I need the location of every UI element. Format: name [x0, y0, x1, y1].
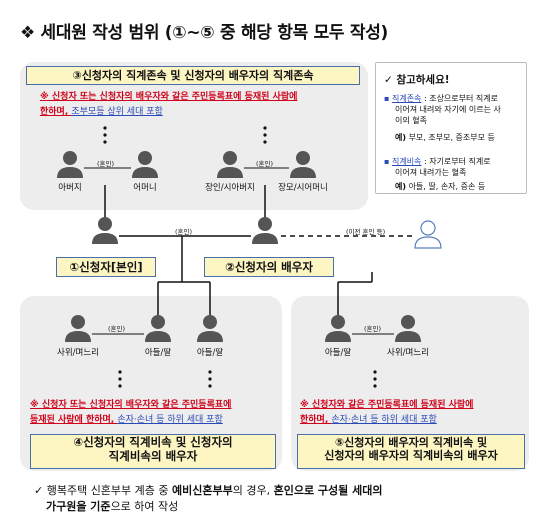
child-label: 아들/딸 [196, 348, 224, 358]
child-person-icon [197, 315, 223, 342]
previous-spouse-person-icon [414, 220, 442, 249]
reference-header: ✓ 참고하세요! [384, 74, 450, 86]
definition-text: : 조상으로부터 직계로 [421, 94, 498, 103]
lineal-ascendant-term: 직계존속 [391, 94, 422, 103]
father-person-icon [57, 151, 83, 178]
definition-text: 이어져 내려가는 혈족 [395, 168, 467, 177]
footer-text: 행복주택 신혼부부 계층 중 [43, 484, 173, 497]
footer-emphasis: 예비신혼부부 [172, 484, 233, 497]
label-line: 신청자의 배우자의 직계비속의 배우자 [324, 449, 498, 463]
lineal-ascendant-definition: ▪ 직계존속 : 조상으로부터 직계로 이어져 내려와 자기에 이르는 사 이의… [384, 93, 524, 126]
father-in-law-label: 장인/시아버지 [205, 183, 255, 193]
group3-label: ③신청자의 직계존속 및 신청자의 배우자의 직계존속 [26, 66, 360, 85]
applicant-person-icon [92, 217, 118, 244]
footer-text: 의 경우, [232, 484, 274, 497]
child-label: 아들/딸 [144, 348, 172, 358]
footer-note: ✓ 행복주택 신혼부부 계층 중 예비신혼부부의 경우, 혼인으로 구성될 세대… [34, 483, 534, 515]
child-spouse-label: 사위/며느리 [57, 348, 99, 358]
father-label: 아버지 [58, 183, 82, 193]
lineal-descendant-example: 예) 아들, 딸, 손자, 증손 등 [395, 181, 485, 192]
example-label: 예) [395, 182, 407, 191]
note-text: ※ 신청자 또는 신청자의 배우자와 같은 주민등록표에 등재된 사람에 [40, 92, 298, 102]
label-line: 직계비속의 배우자 [108, 448, 198, 463]
marriage-tag: (혼인) [175, 228, 193, 236]
label-line: ④신청자의 직계비속 및 신청자의 [73, 435, 233, 449]
note-highlight: 손자·손녀 등 하위 세대 포함 [117, 415, 223, 425]
note-text: 한하며, [40, 107, 72, 117]
example-text: 아들, 딸, 손자, 증손 등 [406, 182, 486, 191]
child-spouse-person-icon [65, 315, 91, 342]
spouse-child-spouse-label: 사위/며느리 [387, 348, 429, 358]
mother-in-law-person-icon [290, 151, 316, 178]
group5-note: ※ 신청자와 같은 주민등록표에 등재된 사람에 한하며, 손자·손녀 등 하위… [300, 398, 530, 428]
previous-marriage-tag: (이전 혼인 등) [346, 228, 386, 236]
mother-person-icon [132, 151, 158, 178]
bullet-icon: ▪ [384, 94, 390, 103]
definition-text: 이의 혈족 [395, 116, 427, 125]
spouse-label: ②신청자의 배우자 [204, 257, 334, 277]
bullet-icon: ▪ [384, 157, 390, 166]
marriage-tag: (혼인) [97, 160, 115, 168]
definition-text: 이어져 내려와 자기에 이르는 사 [395, 105, 501, 114]
note-text: ※ 신청자와 같은 주민등록표에 등재된 사람에 [300, 400, 474, 410]
note-highlight: 손자·손녀 등 하위 세대 포함 [331, 415, 437, 425]
note-text: 한하며, [300, 415, 332, 425]
group5-label: ⑤신청자의 배우자의 직계비속 및 신청자의 배우자의 직계비속의 배우자 [297, 434, 525, 469]
lineal-ascendant-example: 예) 부모, 조부모, 증조부모 등 [395, 132, 495, 143]
group3-note: ※ 신청자 또는 신청자의 배우자와 같은 주민등록표에 등재된 사람에 한하며… [40, 90, 362, 120]
definition-text: : 자기로부터 직계로 [421, 157, 491, 166]
spouse-child-person-icon [325, 315, 351, 342]
spouse-child-label: 아들/딸 [324, 348, 352, 358]
lineal-descendant-term: 직계비속 [391, 157, 422, 166]
note-text: 등재된 사람에 한하며, [30, 415, 118, 425]
reference-box: ✓ 참고하세요! ▪ 직계존속 : 조상으로부터 직계로 이어져 내려와 자기에… [375, 62, 527, 194]
father-in-law-person-icon [217, 151, 243, 178]
applicant-label: ①신청자[본인] [56, 257, 156, 277]
footer-emphasis: 혼인으로 구성될 세대의 [273, 484, 383, 497]
mother-label: 어머니 [133, 183, 157, 193]
group3-panel [20, 62, 368, 210]
ellipsis-icon [103, 126, 267, 144]
marriage-tag: (혼인) [108, 325, 126, 333]
check-icon: ✓ [34, 484, 44, 497]
label-line: ⑤신청자의 배우자의 직계비속 및 [334, 436, 488, 449]
note-text: ※ 신청자 또는 신청자의 배우자와 같은 주민등록표에 [30, 400, 232, 410]
note-highlight: 조부모등 상위 세대 포함 [71, 107, 163, 117]
spouse-person-icon [252, 217, 278, 244]
lineal-descendant-definition: ▪ 직계비속 : 자기로부터 직계로 이어져 내려가는 혈족 [384, 156, 524, 178]
footer-text: 으로 하여 작성 [110, 500, 179, 513]
footer-emphasis: 가구원을 기준 [46, 500, 111, 513]
mother-in-law-label: 장모/시어머니 [278, 183, 328, 193]
example-text: 부모, 조부모, 증조부모 등 [406, 133, 495, 142]
group4-note: ※ 신청자 또는 신청자의 배우자와 같은 주민등록표에 등재된 사람에 한하며… [30, 398, 282, 428]
spouse-child-spouse-person-icon [395, 315, 421, 342]
child-person-icon [145, 315, 171, 342]
marriage-tag: (혼인) [364, 325, 382, 333]
marriage-tag: (혼인) [256, 160, 274, 168]
example-label: 예) [395, 133, 407, 142]
group4-label: ④신청자의 직계비속 및 신청자의 직계비속의 배우자 [30, 434, 276, 469]
ellipsis-icon [118, 370, 377, 388]
page-title: ❖ 세대원 작성 범위 (①~⑤ 중 해당 항목 모두 작성) [20, 23, 389, 43]
